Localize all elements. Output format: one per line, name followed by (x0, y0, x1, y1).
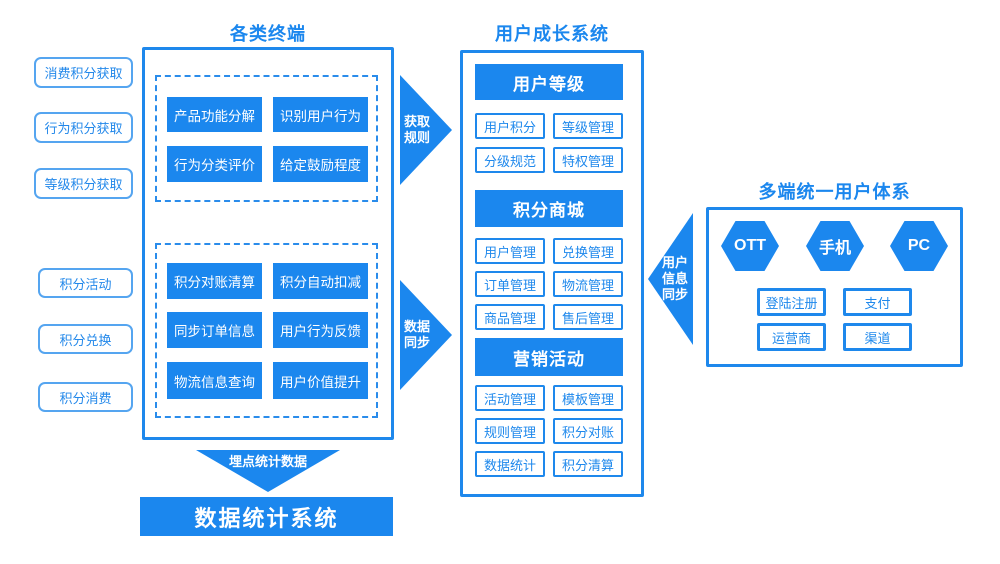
hexagon-pc: PC (890, 221, 948, 271)
growth-title: 用户成长系统 (495, 24, 609, 44)
growth-item-level-mgmt: 等级管理 (553, 113, 623, 139)
hexagon-mobile: 手机 (806, 221, 864, 271)
growth-header-marketing: 营销活动 (475, 338, 623, 376)
left-item-points-activity: 积分活动 (38, 268, 133, 298)
growth-item-order-mgmt: 订单管理 (475, 271, 545, 297)
growth-item-activity-mgmt: 活动管理 (475, 385, 545, 411)
left-item-points-consume: 积分消费 (38, 382, 133, 412)
left-item-behavior-points-acquire: 行为积分获取 (34, 112, 133, 143)
growth-item-user-mgmt: 用户管理 (475, 238, 545, 264)
arrow-tracking-label: 埋点统计数据 (228, 454, 307, 469)
arrow-get-rules-icon: 获取 规则 (400, 75, 452, 185)
terminal-item-points-auto-deduct: 积分自动扣减 (273, 263, 368, 299)
terminal-item-behavior-classify: 行为分类评价 (167, 146, 262, 182)
multi-item-carrier: 运营商 (757, 323, 826, 351)
growth-item-data-stats: 数据统计 (475, 451, 545, 477)
growth-header-points-mall: 积分商城 (475, 190, 623, 227)
growth-item-user-points: 用户积分 (475, 113, 545, 139)
left-item-points-exchange: 积分兑换 (38, 324, 133, 354)
arrow-data-sync-icon: 数据 同步 (400, 280, 452, 390)
growth-item-points-reconcile: 积分对账 (553, 418, 623, 444)
multi-item-payment: 支付 (843, 288, 912, 316)
multi-item-channel: 渠道 (843, 323, 912, 351)
terminal-item-incentive-degree: 给定鼓励程度 (273, 146, 368, 182)
left-item-level-points-acquire: 等级积分获取 (34, 168, 133, 199)
arrow-data-sync-label: 数据 同步 (404, 318, 431, 350)
growth-item-rule-mgmt: 规则管理 (475, 418, 545, 444)
growth-item-aftersale-mgmt: 售后管理 (553, 304, 623, 330)
growth-item-privilege-mgmt: 特权管理 (553, 147, 623, 173)
terminal-item-logistics-query: 物流信息查询 (167, 362, 262, 399)
terminal-item-user-feedback: 用户行为反馈 (273, 312, 368, 348)
growth-item-exchange-mgmt: 兑换管理 (553, 238, 623, 264)
growth-item-logistics-mgmt: 物流管理 (553, 271, 623, 297)
terminal-item-product-function: 产品功能分解 (167, 97, 262, 132)
left-item-consume-points-acquire: 消费积分获取 (34, 57, 133, 88)
growth-item-template-mgmt: 模板管理 (553, 385, 623, 411)
growth-header-user-level: 用户等级 (475, 64, 623, 100)
terminal-item-user-value: 用户价值提升 (273, 362, 368, 399)
arrow-tracking-down-icon: 埋点统计数据 (196, 450, 340, 492)
growth-item-grading-spec: 分级规范 (475, 147, 545, 173)
arrow-user-info-sync-icon: 用户 信息 同步 (648, 213, 693, 345)
arrow-get-rules-label: 获取 规则 (404, 113, 431, 145)
terminal-item-points-reconcile: 积分对账清算 (167, 263, 262, 299)
stats-system-banner: 数据统计系统 (140, 497, 393, 536)
terminals-rule-group (155, 75, 378, 202)
terminal-item-sync-order-info: 同步订单信息 (167, 312, 262, 348)
multi-item-login-register: 登陆注册 (757, 288, 826, 316)
multi-terminal-title: 多端统一用户体系 (758, 182, 911, 202)
arrow-user-info-sync-label: 用户 信息 同步 (661, 254, 688, 303)
terminal-item-identify-behavior: 识别用户行为 (273, 97, 368, 132)
growth-item-points-settle: 积分清算 (553, 451, 623, 477)
hexagon-ott: OTT (721, 221, 779, 271)
terminals-title: 各类终端 (230, 24, 306, 44)
growth-item-product-mgmt: 商品管理 (475, 304, 545, 330)
